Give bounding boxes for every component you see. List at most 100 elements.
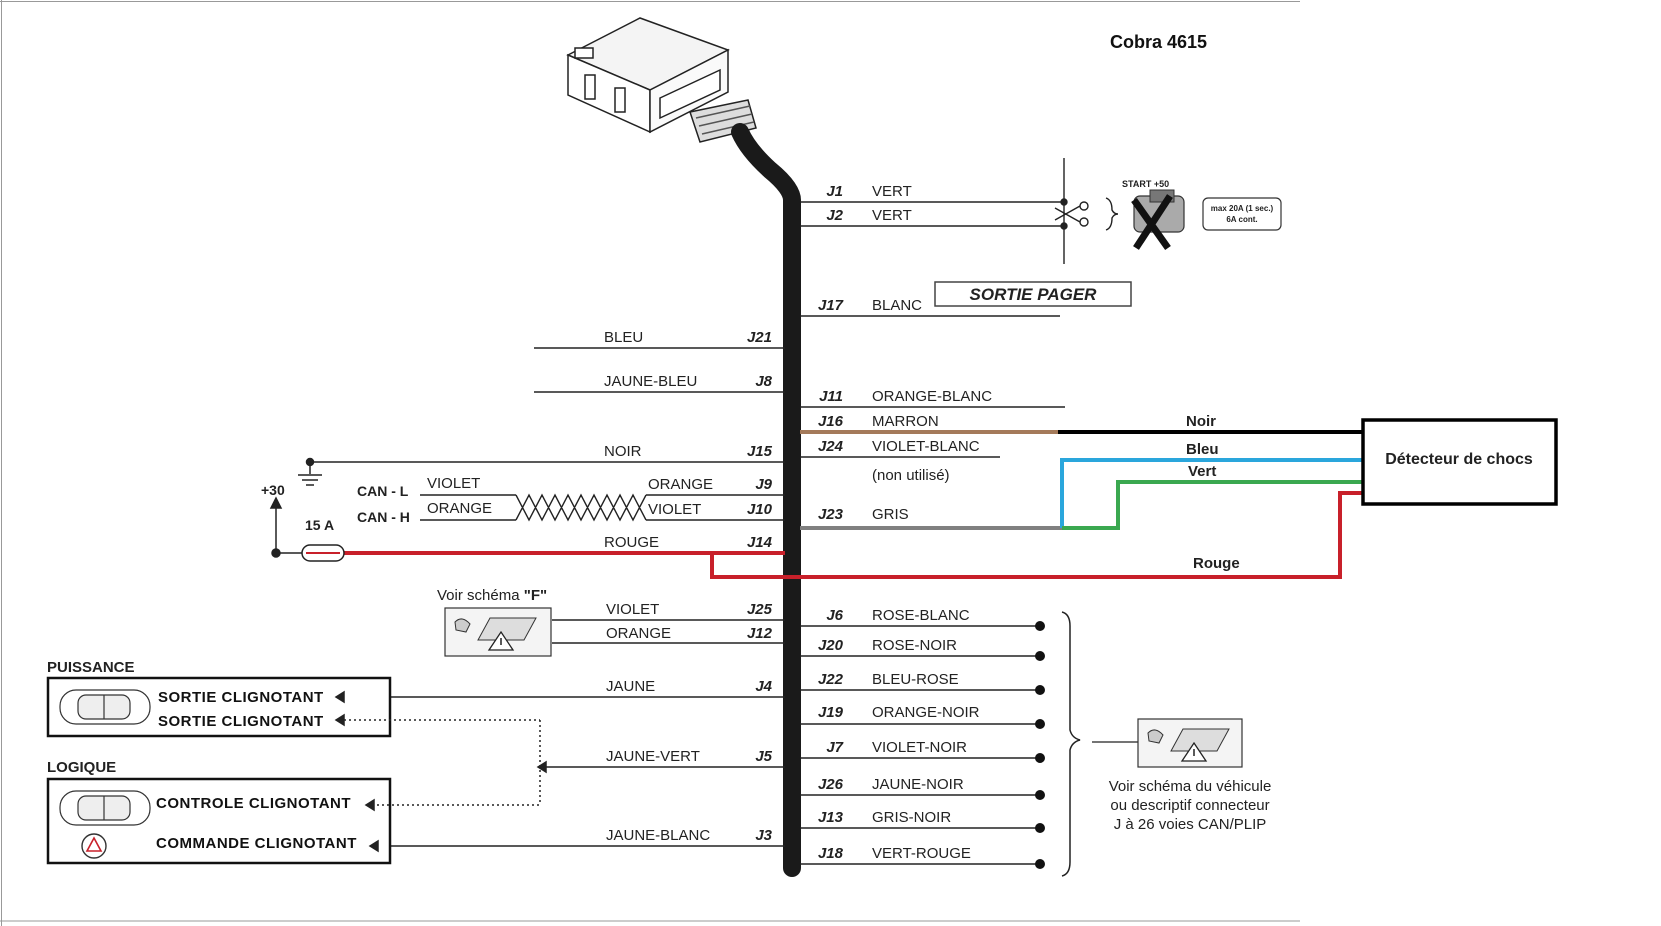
can-h-color: ORANGE (427, 500, 492, 517)
shock-detector-box (1361, 418, 1558, 506)
pin-label-j8: J8 (755, 373, 772, 390)
right-wires (800, 201, 1065, 865)
noir-label: Noir (1186, 413, 1216, 430)
can-h-label: CAN - H (357, 509, 410, 525)
fuse-label: 15 A (305, 517, 334, 533)
wire-color-j6: ROSE-BLANC (872, 607, 970, 624)
puissance-line1: SORTIE CLIGNOTANT (158, 689, 324, 706)
non-utilise-label: (non utilisé) (872, 467, 950, 484)
vert-label: Vert (1188, 463, 1216, 480)
pin-label-j19: J19 (818, 704, 844, 721)
pin-label-j24: J24 (818, 438, 844, 455)
pin-label-j22: J22 (818, 671, 844, 688)
vert-wire (1062, 480, 1365, 530)
wire-color-j8: JAUNE-BLEU (604, 373, 697, 390)
wire-color-j19: ORANGE-NOIR (872, 704, 980, 721)
pin-label-j13: J13 (818, 809, 844, 826)
logique-title: LOGIQUE (47, 759, 116, 776)
wire-color-j4: JAUNE (606, 678, 655, 695)
pager-box (934, 281, 1132, 307)
vehicle-note-line3: J à 26 voies CAN/PLIP (1114, 816, 1267, 833)
starter-spec-line1: max 20A (1 sec.) (1211, 204, 1274, 213)
wire-color-j7: VIOLET-NOIR (872, 739, 967, 756)
schema-f-label: Voir schéma "F" (437, 587, 547, 604)
pin-label-j17: J17 (818, 297, 844, 314)
pin-label-j20: J20 (818, 637, 844, 654)
box-arrows (334, 690, 547, 853)
starter-spec-line2: 6A cont. (1226, 215, 1257, 224)
logique-line1: CONTROLE CLIGNOTANT (156, 795, 351, 812)
pin-label-j25: J25 (747, 601, 773, 618)
hazard-button-icon (81, 833, 107, 859)
bleu-wire (1060, 458, 1365, 528)
wire-color-j15: NOIR (604, 443, 642, 460)
pin-label-j6: J6 (826, 607, 843, 624)
pin-label-j14: J14 (747, 534, 773, 551)
diagram-title: Cobra 4615 (1110, 32, 1207, 52)
shock-detector-title: Détecteur de chocs (1385, 451, 1533, 468)
pin-label-j16: J16 (818, 413, 844, 430)
bleu-label: Bleu (1186, 441, 1219, 458)
car-top-icon-2 (59, 790, 151, 826)
puissance-title: PUISSANCE (47, 659, 135, 676)
can-twisted-pair (515, 493, 647, 522)
fuse-icon (301, 544, 345, 562)
vehicle-note-line1: Voir schéma du véhicule (1109, 778, 1272, 795)
wire-color-j2: VERT (872, 207, 912, 224)
starter-cut-icon (1054, 158, 1119, 264)
wire-color-j21: BLEU (604, 329, 643, 346)
wire-color-j12: ORANGE (606, 625, 671, 642)
pin-label-j4: J4 (755, 678, 772, 695)
pin-label-j12: J12 (747, 625, 773, 642)
main-harness-cable (731, 123, 801, 877)
logique-line2: COMMANDE CLIGNOTANT (156, 835, 357, 852)
wire-color-j3: JAUNE-BLANC (606, 827, 710, 844)
starter-spec-box (1202, 197, 1282, 231)
wire-color-j10: VIOLET (648, 501, 701, 518)
rouge-label: Rouge (1193, 555, 1240, 572)
pin-label-j11: J11 (819, 388, 843, 405)
starter-label: START +50 (1122, 179, 1169, 189)
wire-color-j22: BLEU-ROSE (872, 671, 959, 688)
pin-label-j21: J21 (747, 329, 772, 346)
rouge-wire-detector (710, 491, 1365, 579)
wire-color-j5: JAUNE-VERT (606, 748, 700, 765)
pin-label-j9: J9 (755, 476, 772, 493)
pin-label-j15: J15 (747, 443, 773, 460)
pin-label-j26: J26 (818, 776, 844, 793)
pin-label-j5: J5 (755, 748, 772, 765)
pin-label-j7: J7 (826, 739, 843, 756)
right-wire-terminals (1035, 621, 1045, 869)
wire-color-j16: MARRON (872, 413, 939, 430)
can-l-color: VIOLET (427, 475, 480, 492)
car-top-icon (59, 689, 151, 725)
wire-color-j1: VERT (872, 183, 912, 200)
pin-label-j2: J2 (826, 207, 843, 224)
wire-color-j11: ORANGE-BLANC (872, 388, 992, 405)
wire-color-j24: VIOLET-BLANC (872, 438, 980, 455)
pin-label-j10: J10 (747, 501, 773, 518)
power-plus30-arrow (269, 496, 302, 558)
can-l-label: CAN - L (357, 483, 409, 499)
pager-label: SORTIE PAGER (970, 285, 1098, 304)
wire-color-j18: VERT-ROUGE (872, 845, 971, 862)
wire-color-j17: BLANC (872, 297, 922, 314)
pin-label-j23: J23 (818, 506, 844, 523)
wire-color-j9: ORANGE (648, 476, 713, 493)
pin-label-j1: J1 (826, 183, 843, 200)
wire-color-j14: ROUGE (604, 534, 659, 551)
ground-icon (298, 457, 322, 486)
left-wires (310, 347, 785, 847)
plus30-label: +30 (261, 482, 285, 498)
starter-motor-icon (1131, 189, 1185, 251)
vehicle-schema-icon-box (1137, 718, 1243, 768)
wire-color-j25: VIOLET (606, 601, 659, 618)
wire-color-j26: JAUNE-NOIR (872, 776, 964, 793)
pin-label-j3: J3 (755, 827, 772, 844)
alarm-module-icon (566, 17, 757, 143)
puissance-line2: SORTIE CLIGNOTANT (158, 713, 324, 730)
wire-color-j20: ROSE-NOIR (872, 637, 957, 654)
